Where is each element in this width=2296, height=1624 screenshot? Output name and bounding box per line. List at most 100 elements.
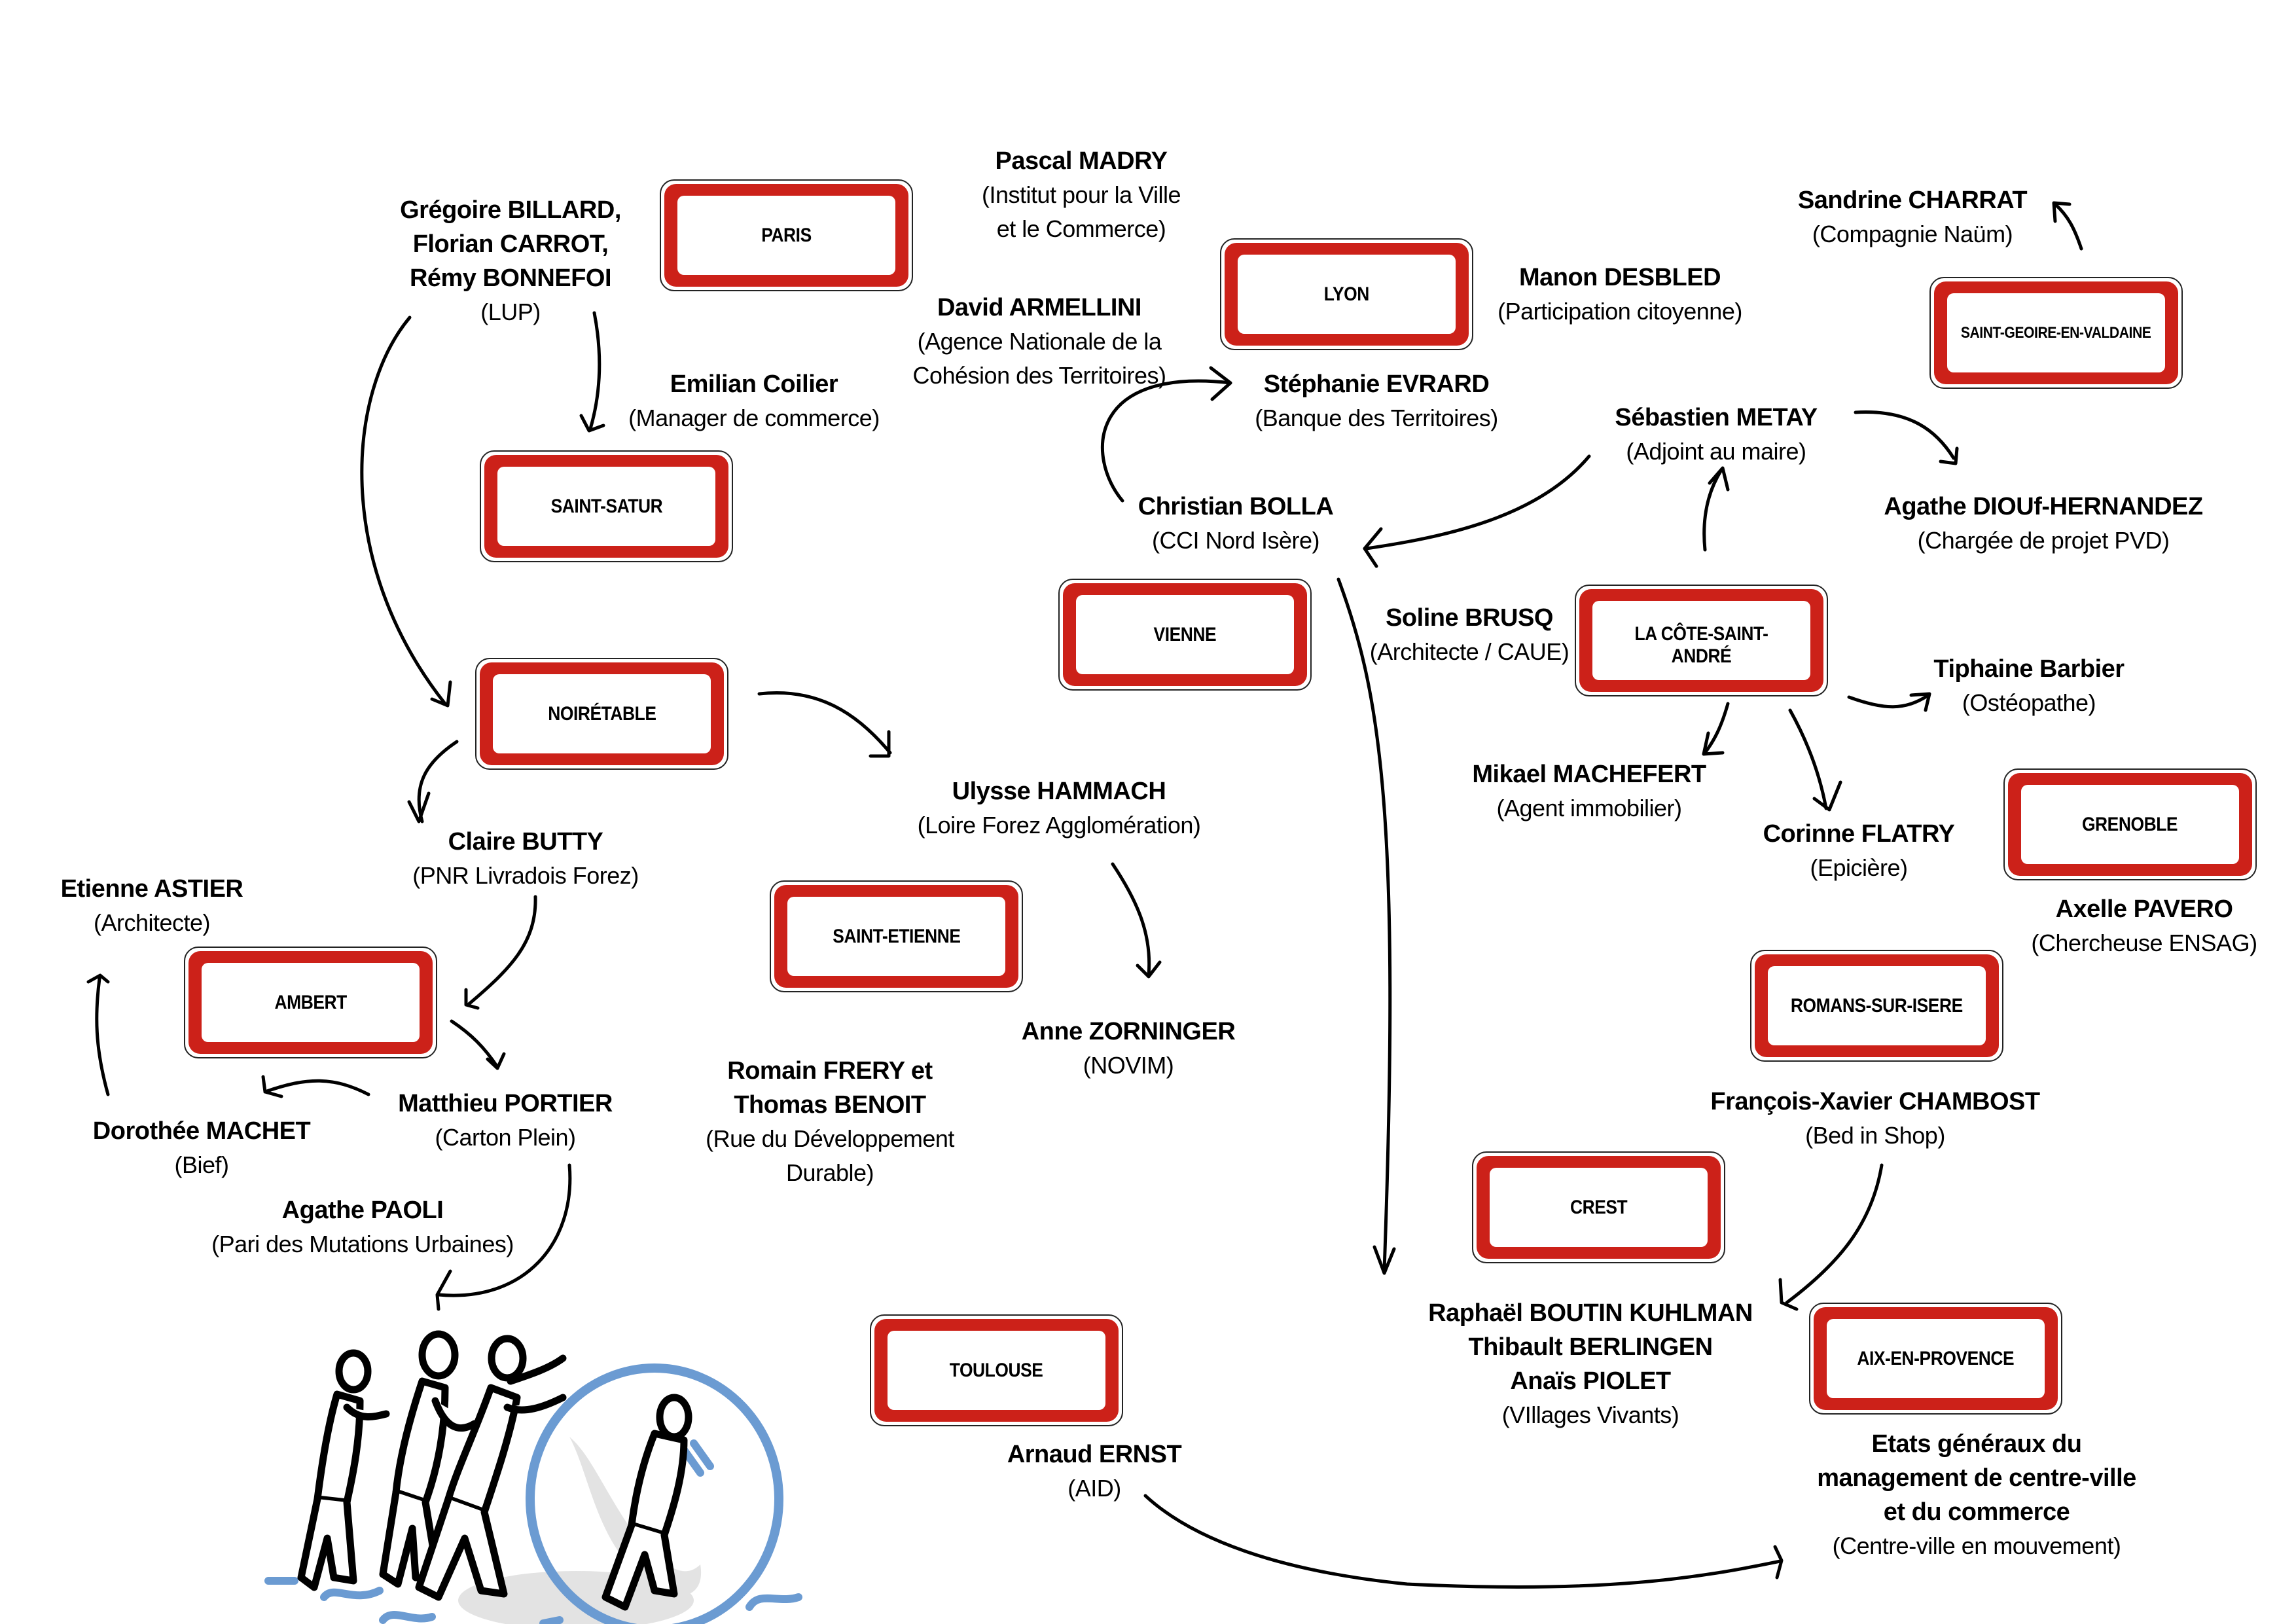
arrow-la-cote-to-metay xyxy=(1702,466,1730,552)
contact-name: Pascal MADRY xyxy=(995,147,1168,175)
contact-name: Raphaël BOUTIN KUHLMAN xyxy=(1428,1299,1753,1327)
contact-org: (Architecte / CAUE) xyxy=(1369,638,1570,665)
contact-diouf-hernandez: Agathe DIOUf-HERNANDEZ (Chargée de proje… xyxy=(1884,490,2203,558)
town-name: TOULOUSE xyxy=(950,1359,1043,1381)
contact-brusq: Soline BRUSQ (Architecte / CAUE) xyxy=(1370,601,1570,669)
contact-org: (Chercheuse ENSAG) xyxy=(2031,929,2257,956)
arrow-noiretable-to-hammach xyxy=(757,691,892,758)
contact-ernst: Arnaud ERNST (AID) xyxy=(1007,1437,1182,1506)
contact-name: François-Xavier CHAMBOST xyxy=(1710,1088,2040,1115)
contact-org: (Centre-ville en mouvement) xyxy=(1832,1532,2121,1559)
town-name: AIX-EN-PROVENCE xyxy=(1857,1347,2015,1369)
contact-name: Tiphaine Barbier xyxy=(1933,655,2125,683)
ball-icon xyxy=(526,1363,783,1624)
contact-name: Soline BRUSQ xyxy=(1386,604,1553,632)
contact-frery-benoit: Romain FRERY et Thomas BENOIT (Rue du Dé… xyxy=(706,1054,954,1190)
contact-name: Grégoire BILLARD, xyxy=(400,196,621,224)
arrow-bolla-to-villages-vivants xyxy=(1336,577,1396,1275)
contact-name: Dorothée MACHET xyxy=(92,1117,311,1145)
contact-portier: Matthieu PORTIER (Carton Plein) xyxy=(398,1087,613,1155)
contact-name: Anaïs PIOLET xyxy=(1510,1367,1671,1395)
contact-org: (Bief) xyxy=(174,1151,229,1178)
arrow-lup-to-noiretable xyxy=(360,316,452,708)
contact-madry: Pascal MADRY (Institut pour la Ville et … xyxy=(982,144,1181,246)
arrow-la-cote-to-barbier xyxy=(1847,692,1931,712)
arrow-la-cote-to-flatry xyxy=(1788,708,1842,812)
contact-name: Ulysse HAMMACH xyxy=(952,778,1166,805)
contact-org: (Manager de commerce) xyxy=(628,405,880,431)
town-name: CREST xyxy=(1570,1196,1628,1218)
town-sign-lyon[interactable]: LYON xyxy=(1220,238,1473,350)
contact-name: Etienne ASTIER xyxy=(60,875,243,903)
town-sign-saint-geoire-en-valdaine[interactable]: SAINT-GEOIRE-EN-VALDAINE xyxy=(1929,277,2183,389)
town-sign-saint-satur[interactable]: SAINT-SATUR xyxy=(480,450,733,562)
town-sign-romans-sur-isere[interactable]: ROMANS-SUR-ISERE xyxy=(1750,950,2003,1062)
contact-org: (Adjoint au maire) xyxy=(1626,438,1806,465)
contact-org: Durable) xyxy=(785,1159,874,1186)
contact-paoli: Agathe PAOLI (Pari des Mutations Urbaine… xyxy=(211,1193,514,1261)
arrow-metay-to-diouf xyxy=(1854,410,1959,465)
town-name: LYON xyxy=(1323,283,1370,305)
town-name: LA CÔTE-SAINT-ANDRÉ xyxy=(1634,623,1768,667)
arrow-hammach-to-zorninger xyxy=(1111,862,1162,979)
town-sign-crest[interactable]: CREST xyxy=(1472,1151,1725,1263)
contact-name: Agathe DIOUf-HERNANDEZ xyxy=(1884,493,2203,520)
contact-name: Agathe PAOLI xyxy=(281,1197,444,1224)
contact-chambost: François-Xavier CHAMBOST (Bed in Shop) xyxy=(1710,1085,2040,1153)
contact-machet: Dorothée MACHET (Bief) xyxy=(92,1114,311,1182)
contact-name: Thomas BENOIT xyxy=(734,1091,926,1119)
town-name: AMBERT xyxy=(274,991,347,1013)
contact-flatry: Corinne FLATRY (Epicière) xyxy=(1763,817,1955,885)
contact-machefert: Mikael MACHEFERT (Agent immobilier) xyxy=(1472,757,1706,825)
contact-name: Arnaud ERNST xyxy=(1007,1441,1182,1468)
contact-lup: Grégoire BILLARD, Florian CARROT, Rémy B… xyxy=(400,193,621,329)
town-sign-ambert[interactable]: AMBERT xyxy=(184,947,437,1058)
town-sign-vienne[interactable]: VIENNE xyxy=(1058,579,1312,691)
contact-name: Florian CARROT, xyxy=(412,230,609,258)
town-sign-grenoble[interactable]: GRENOBLE xyxy=(2003,768,2257,880)
contact-name: Sébastien METAY xyxy=(1615,404,1818,431)
town-sign-saint-etienne[interactable]: SAINT-ETIENNE xyxy=(770,880,1023,992)
town-sign-aix-en-provence[interactable]: AIX-EN-PROVENCE xyxy=(1809,1303,2062,1415)
arrow-lup-to-saint-satur xyxy=(579,311,605,433)
contact-name: management de centre-ville xyxy=(1817,1464,2136,1492)
contact-org: (Agence Nationale de la xyxy=(917,328,1162,355)
town-sign-la-cote-saint-andre[interactable]: LA CÔTE-SAINT-ANDRÉ xyxy=(1575,585,1828,696)
contact-name: et du commerce xyxy=(1883,1498,2070,1526)
contact-org: (PNR Livradois Forez) xyxy=(412,862,639,889)
arrow-portier-to-machet xyxy=(261,1075,370,1098)
town-name: VIENNE xyxy=(1153,623,1217,645)
contact-astier: Etienne ASTIER (Architecte) xyxy=(61,872,243,940)
person-figure-icon xyxy=(297,1349,390,1591)
town-name: SAINT-SATUR xyxy=(550,495,662,517)
contact-etats-generaux: Etats généraux du management de centre-v… xyxy=(1817,1427,2136,1563)
contact-name: Stéphanie EVRARD xyxy=(1263,370,1490,398)
town-sign-noiretable[interactable]: NOIRÉTABLE xyxy=(475,658,728,770)
contact-org: (Pari des Mutations Urbaines) xyxy=(211,1231,514,1257)
contact-org: (Loire Forez Agglomération) xyxy=(917,812,1201,839)
contact-name: Sandrine CHARRAT xyxy=(1797,187,2028,214)
contact-name: Matthieu PORTIER xyxy=(398,1090,613,1117)
person-figure-icon xyxy=(415,1335,567,1601)
town-sign-paris[interactable]: PARIS xyxy=(660,179,913,291)
contact-org: (VIllages Vivants) xyxy=(1501,1401,1679,1428)
contact-org: (Architecte) xyxy=(93,909,211,936)
town-name: NOIRÉTABLE xyxy=(547,702,656,725)
contact-name: David ARMELLINI xyxy=(937,294,1142,321)
contact-org: (Carton Plein) xyxy=(435,1124,576,1151)
contact-org: et le Commerce) xyxy=(996,215,1166,242)
contact-name: Rémy BONNEFOI xyxy=(409,264,612,292)
contact-name: Romain FRERY et xyxy=(727,1057,933,1085)
arrow-machet-to-astier xyxy=(86,973,110,1096)
arrow-metay-to-bolla xyxy=(1363,454,1591,568)
contact-name: Corinne FLATRY xyxy=(1763,820,1955,848)
town-name: ROMANS-SUR-ISERE xyxy=(1791,994,1963,1017)
contact-org: (CCI Nord Isère) xyxy=(1151,527,1320,554)
contact-org: (Compagnie Naüm) xyxy=(1812,221,2013,247)
town-sign-toulouse[interactable]: TOULOUSE xyxy=(870,1314,1123,1426)
contact-org: (Ostéopathe) xyxy=(1962,689,2096,716)
contact-org: (NOVIM) xyxy=(1083,1052,1174,1079)
contact-name: Manon DESBLED xyxy=(1518,264,1721,291)
town-name: GRENOBLE xyxy=(2082,813,2178,835)
